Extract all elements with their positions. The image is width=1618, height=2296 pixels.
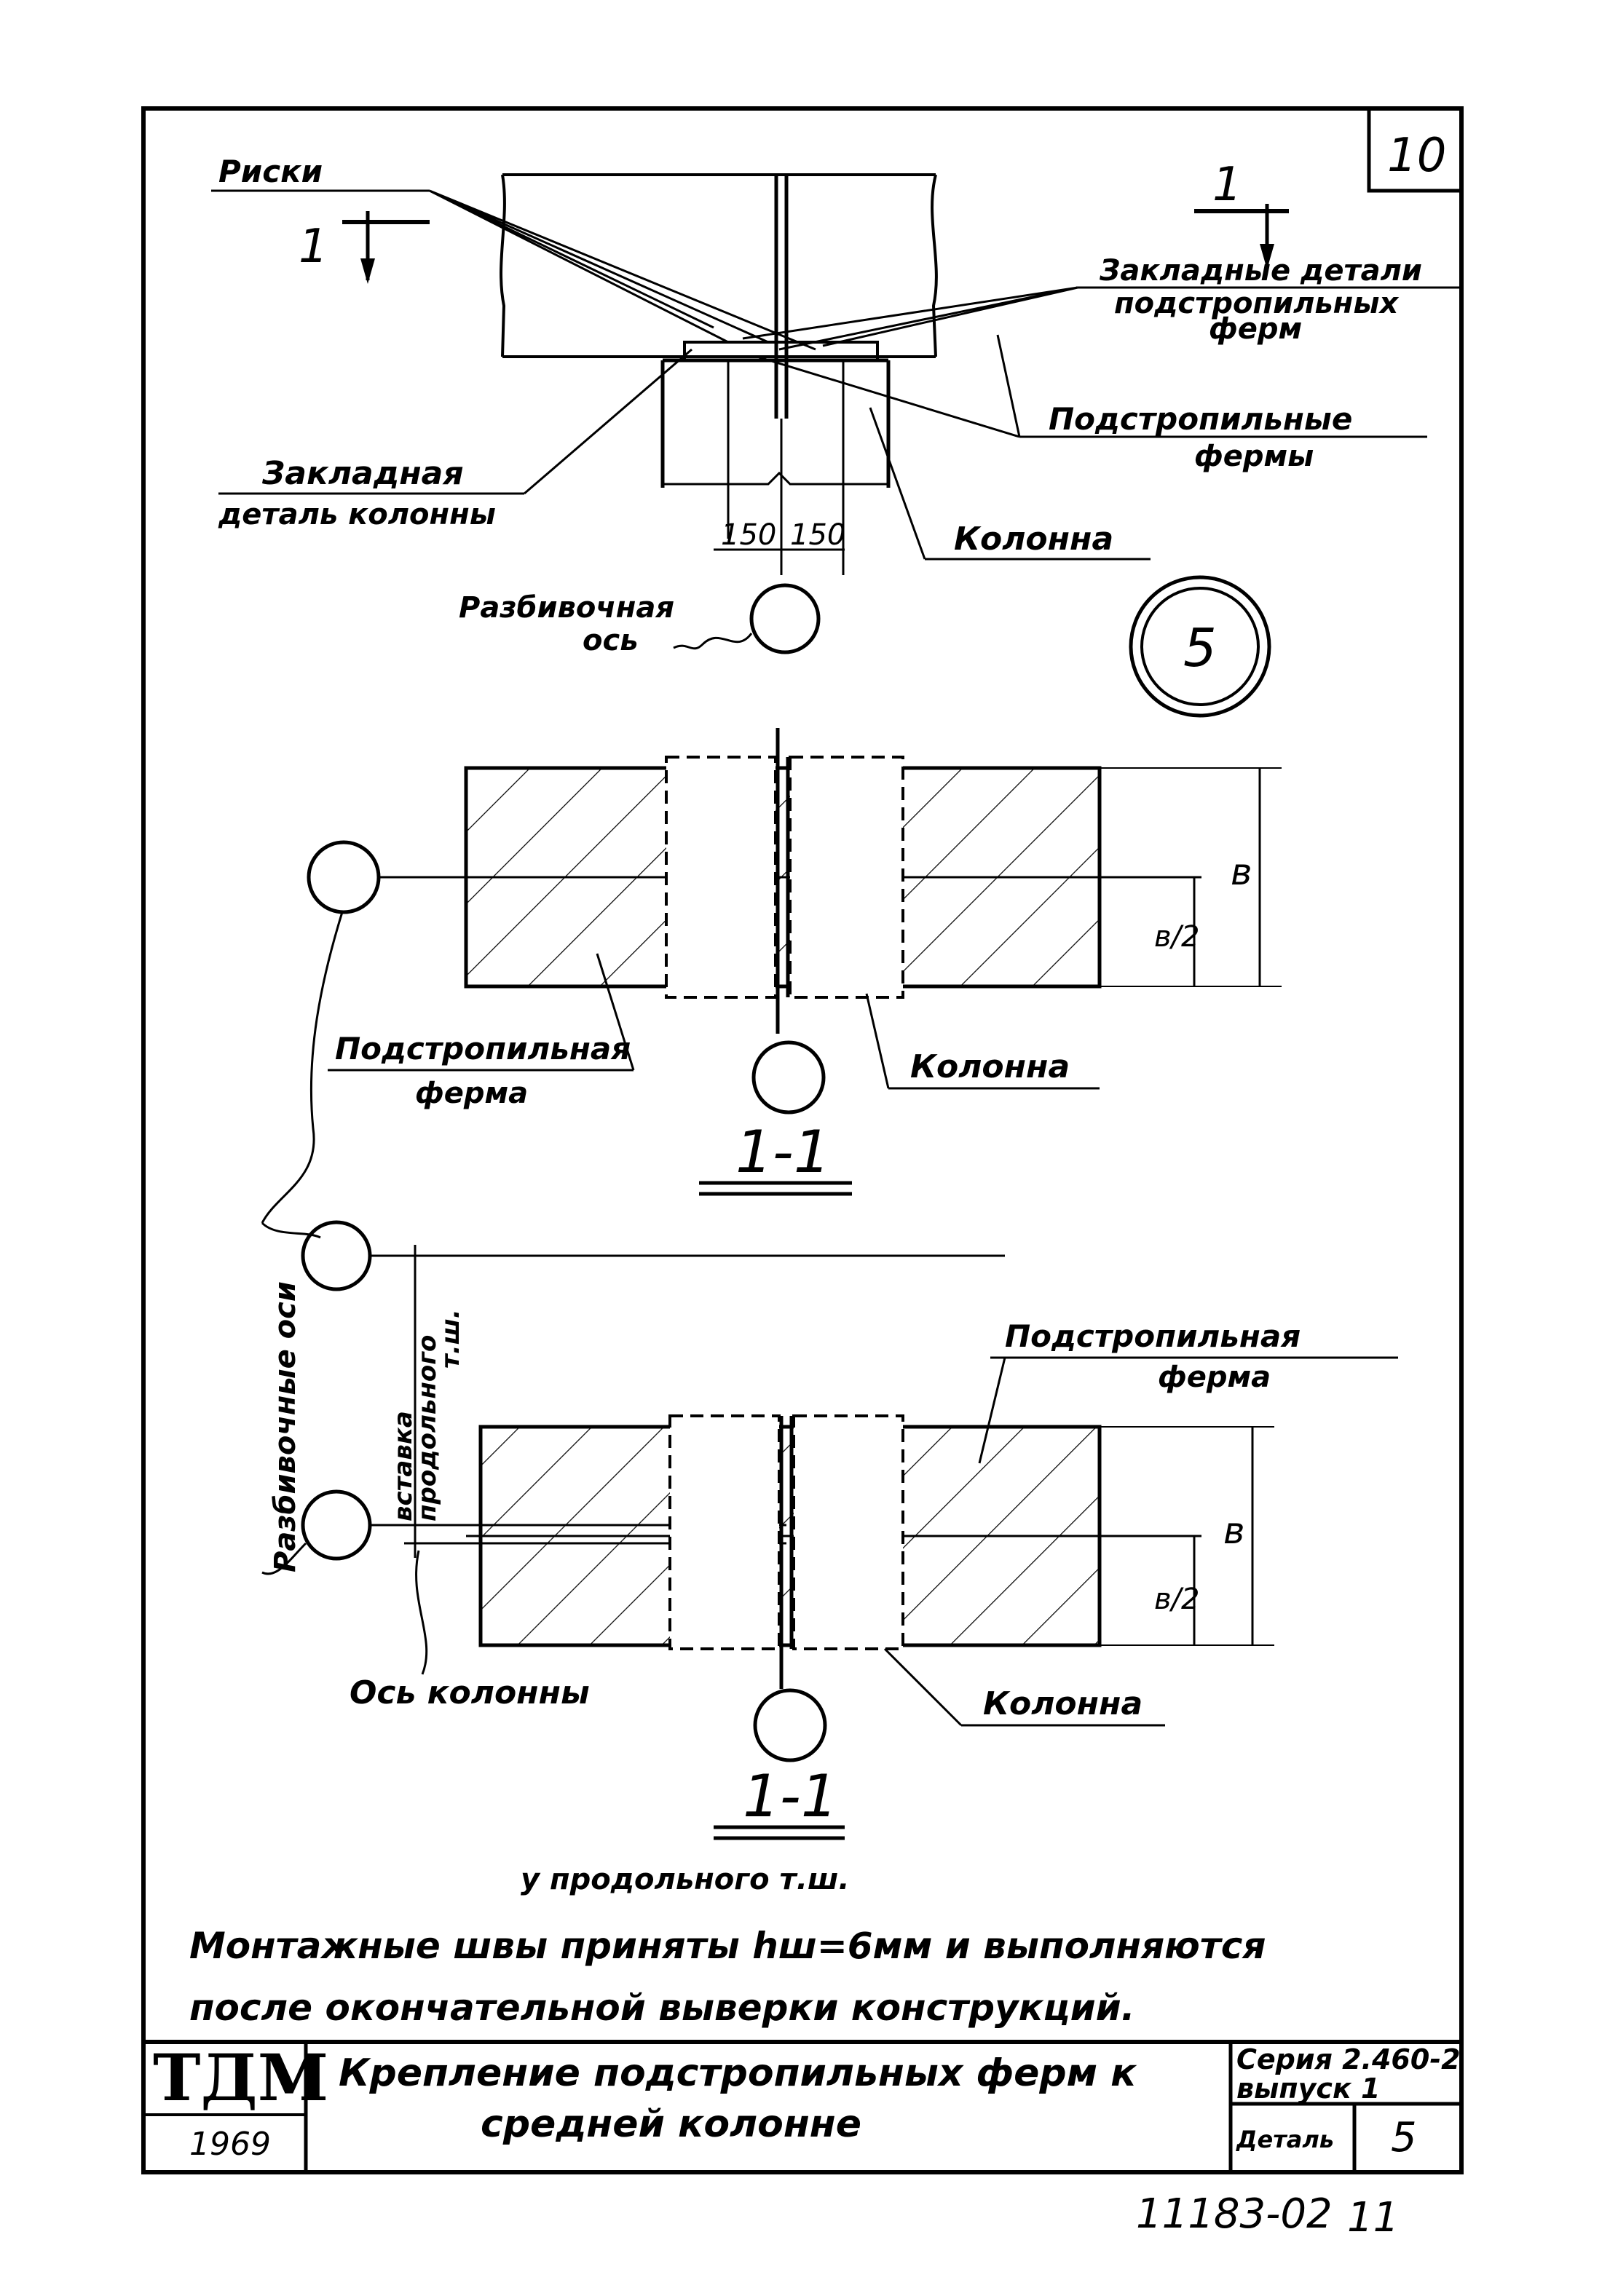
- section2-column-right: [792, 1414, 904, 1650]
- detail-number: 5: [1183, 617, 1217, 678]
- detail-circle-inner: [1140, 587, 1260, 706]
- column-outline: [660, 358, 891, 488]
- section-mark-left-head: [360, 258, 375, 284]
- trusses-leaders: [757, 334, 1021, 438]
- section-mark-right-head: [1260, 244, 1274, 269]
- label-trusses-2: фермы: [1194, 440, 1314, 473]
- section2-label-insert-2: продольного: [413, 1335, 442, 1521]
- riski-leaders: [429, 189, 816, 351]
- page-number-box: [1367, 108, 1461, 193]
- label-axis-1: Разбивочная: [459, 591, 674, 625]
- section2-dim-b-half: в/2: [1154, 1583, 1200, 1616]
- bottom-number: 11183-02: [1136, 2190, 1333, 2238]
- label-trusses-1: Подстропильные: [1049, 401, 1352, 437]
- section2-subtitle: у продольного т.ш.: [521, 1863, 850, 1896]
- detail-label: Деталь: [1236, 2126, 1334, 2153]
- section-2: в в/2 Разбивочные оси вставка продольног…: [261, 1220, 1398, 1896]
- section1-axis-leader: [261, 911, 344, 1224]
- notes-line2: после окончательной выверки конструкций.: [189, 1987, 1135, 2029]
- section2-label-column-axis: Ось колонны: [350, 1674, 590, 1711]
- section2-label-insert-1: вставка: [389, 1411, 418, 1521]
- logo: ТДМ: [153, 2040, 328, 2115]
- section1-axis-left: [307, 840, 381, 914]
- section2-axis-left: [301, 1489, 372, 1561]
- section2-axes-leader: [261, 1222, 321, 1575]
- year: 1969: [189, 2126, 271, 2163]
- section2-column-left: [668, 1414, 781, 1650]
- axis-leader: [673, 633, 753, 650]
- dim-left: 150: [721, 518, 776, 552]
- section2-label-column: Колонна: [983, 1685, 1143, 1722]
- section1-column-left: [665, 756, 777, 999]
- label-axis-2: ось: [583, 624, 638, 657]
- notes-line1: Монтажные швы приняты hш=6мм и выполняют…: [189, 1925, 1266, 1967]
- embedded-truss-leaders: [742, 286, 1078, 351]
- section1-column-leader: [865, 993, 890, 1089]
- section2-label-truss-2: ферма: [1158, 1361, 1271, 1394]
- embedded-column-leader: [524, 348, 692, 495]
- section2-truss-leader: [978, 1357, 1006, 1464]
- section2-label-axes: Разбивочные оси: [269, 1281, 302, 1572]
- detail-value: 5: [1391, 2114, 1417, 2161]
- label-embedded-column-2: деталь колонны: [218, 498, 496, 531]
- top-view: 150 150 Риски 1 1 Закладные детали подст…: [211, 154, 1461, 718]
- label-embedded-column-1: Закладная: [261, 455, 464, 492]
- series-line2: выпуск 1: [1236, 2073, 1380, 2105]
- axis-circle-top: [749, 583, 821, 654]
- section1-label-truss-1: Подстропильная: [335, 1031, 631, 1066]
- section2-dim-b: в: [1223, 1510, 1244, 1552]
- section1-label-column: Колонна: [910, 1048, 1070, 1085]
- section2-column-axis-leader: [415, 1550, 428, 1675]
- sheet-frame: [141, 106, 1464, 2174]
- detail-circle-outer: [1129, 575, 1271, 718]
- section-mark-right: 1: [1212, 158, 1242, 212]
- section2-axis-bottom: [753, 1688, 827, 1762]
- section-mark-left: 1: [299, 220, 328, 274]
- section2-axis-top: [301, 1220, 372, 1291]
- section1-axis-bottom: [751, 1040, 826, 1115]
- section1-truss-leader: [596, 953, 635, 1071]
- section1-dim-b: в: [1231, 851, 1252, 893]
- column-break: [663, 471, 888, 486]
- dim-right: 150: [790, 518, 845, 552]
- section2-title: 1-1: [743, 1762, 838, 1830]
- section1-column-right: [789, 756, 904, 999]
- section-1: в в/2 Подстропильная ферма Колонна 1-1: [261, 728, 1282, 1224]
- column-top-leader: [869, 407, 926, 560]
- section1-dim-b-half: в/2: [1154, 920, 1200, 954]
- section1-title: 1-1: [735, 1118, 831, 1186]
- series-line1: Серия 2.460-2: [1236, 2043, 1461, 2075]
- label-embedded-truss-3: ферм: [1209, 312, 1302, 346]
- label-embedded-truss-1: Закладные детали: [1099, 254, 1422, 288]
- section2-label-insert-3: т.ш.: [436, 1309, 465, 1369]
- label-embedded-truss-2: подстропильных: [1114, 287, 1399, 320]
- truss-outline: [500, 173, 938, 358]
- bottom-page: 11: [1347, 2194, 1399, 2241]
- title-line2: средней колонне: [481, 2102, 861, 2146]
- section2-label-truss-1: Подстропильная: [1005, 1318, 1301, 1354]
- label-column-top: Колонна: [954, 520, 1113, 558]
- title-block: ТДМ 1969 Крепление подстропильных ферм к…: [143, 2040, 1461, 2172]
- section2-column-leader: [883, 1647, 963, 1727]
- section1-label-truss-2: ферма: [415, 1077, 528, 1110]
- label-riski: Риски: [218, 154, 323, 189]
- title-line1: Крепление подстропильных ферм к: [339, 2051, 1137, 2095]
- page-number: 10: [1387, 129, 1446, 183]
